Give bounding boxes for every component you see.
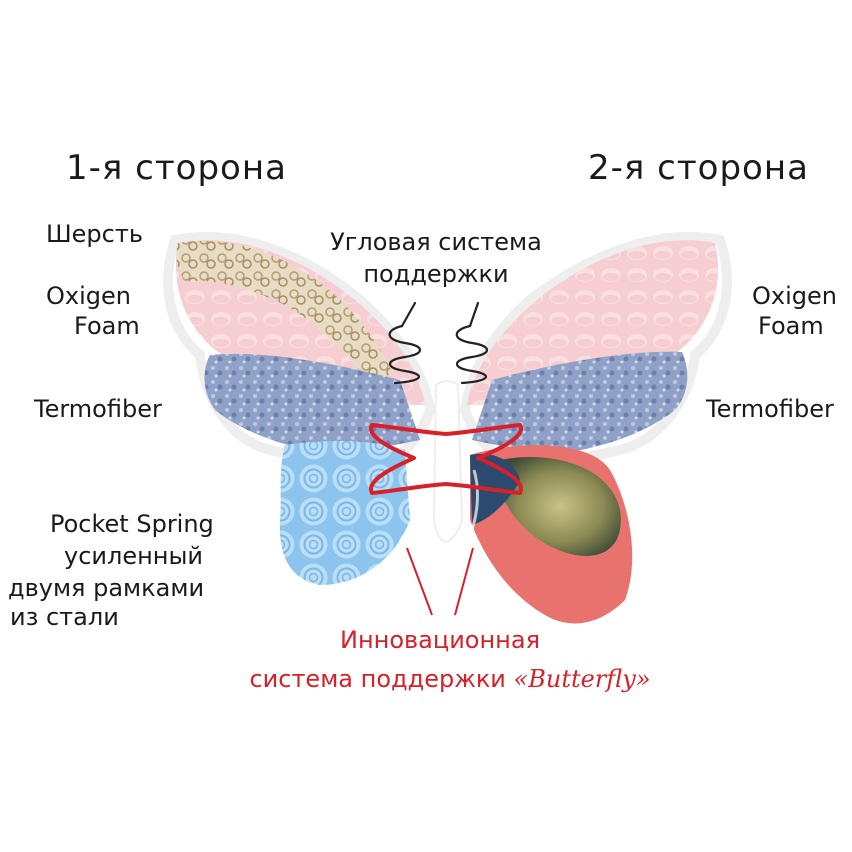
label-spring-2: усиленный (64, 542, 204, 570)
corner-support-label-1: Угловая система (330, 228, 542, 256)
label-right-foam-2: Foam (758, 312, 824, 340)
left-spring-wing (279, 440, 410, 585)
label-left-foam-1: Oxigen (46, 282, 131, 310)
label-right-foam-1: Oxigen (752, 282, 837, 310)
butterfly-brand: «Butterfly» (513, 665, 651, 693)
corner-support-label-2: поддержки (363, 260, 509, 288)
left-wool-layer (176, 240, 392, 388)
label-spring-3: двумя рамками (8, 574, 205, 602)
butterfly-body (432, 380, 464, 544)
corner-support-springs (388, 301, 489, 385)
left-side-title: 1-я сторона (66, 148, 287, 188)
label-left-foam-2: Foam (74, 312, 140, 340)
left-termofiber-wing (204, 353, 420, 455)
butterfly-system-label-2: система поддержки «Butterfly» (220, 665, 680, 693)
right-termofiber-wing (472, 351, 688, 455)
butterfly-pointer-lines (406, 547, 474, 616)
label-right-termofiber: Termofiber (706, 395, 834, 423)
label-spring-4: из стали (10, 603, 119, 631)
right-feather-wing (468, 445, 633, 624)
butterfly-system-prefix: система поддержки (249, 665, 506, 693)
label-spring-1: Pocket Spring (50, 510, 214, 538)
butterfly-frame-icon (369, 423, 523, 495)
right-side-title: 2-я сторона (588, 148, 809, 188)
label-wool: Шерсть (46, 220, 143, 248)
label-left-termofiber: Termofiber (34, 395, 162, 423)
butterfly-system-label-1: Инновационная (339, 626, 540, 654)
